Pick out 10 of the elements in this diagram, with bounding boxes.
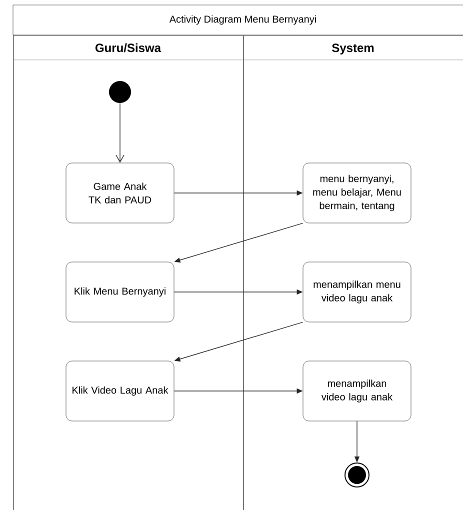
activity-box: Game Anak TK dan PAUD [66, 162, 174, 224]
activity-box: Klik Video Lagu Anak [66, 360, 174, 422]
activity-box: menampilkan menu video lagu anak [302, 262, 412, 322]
activity-box: menampilkan video lagu anak [302, 360, 412, 422]
end-node [344, 462, 370, 488]
activity-box: Klik Menu Bernyanyi [66, 262, 174, 322]
arrow [116, 102, 124, 163]
start-node [109, 81, 131, 103]
activity-box: menu bernyanyi, menu belajar, Menu bermain, tentang [302, 162, 412, 224]
title-band: Activity Diagram Menu Bernyanyi [12, 4, 463, 36]
